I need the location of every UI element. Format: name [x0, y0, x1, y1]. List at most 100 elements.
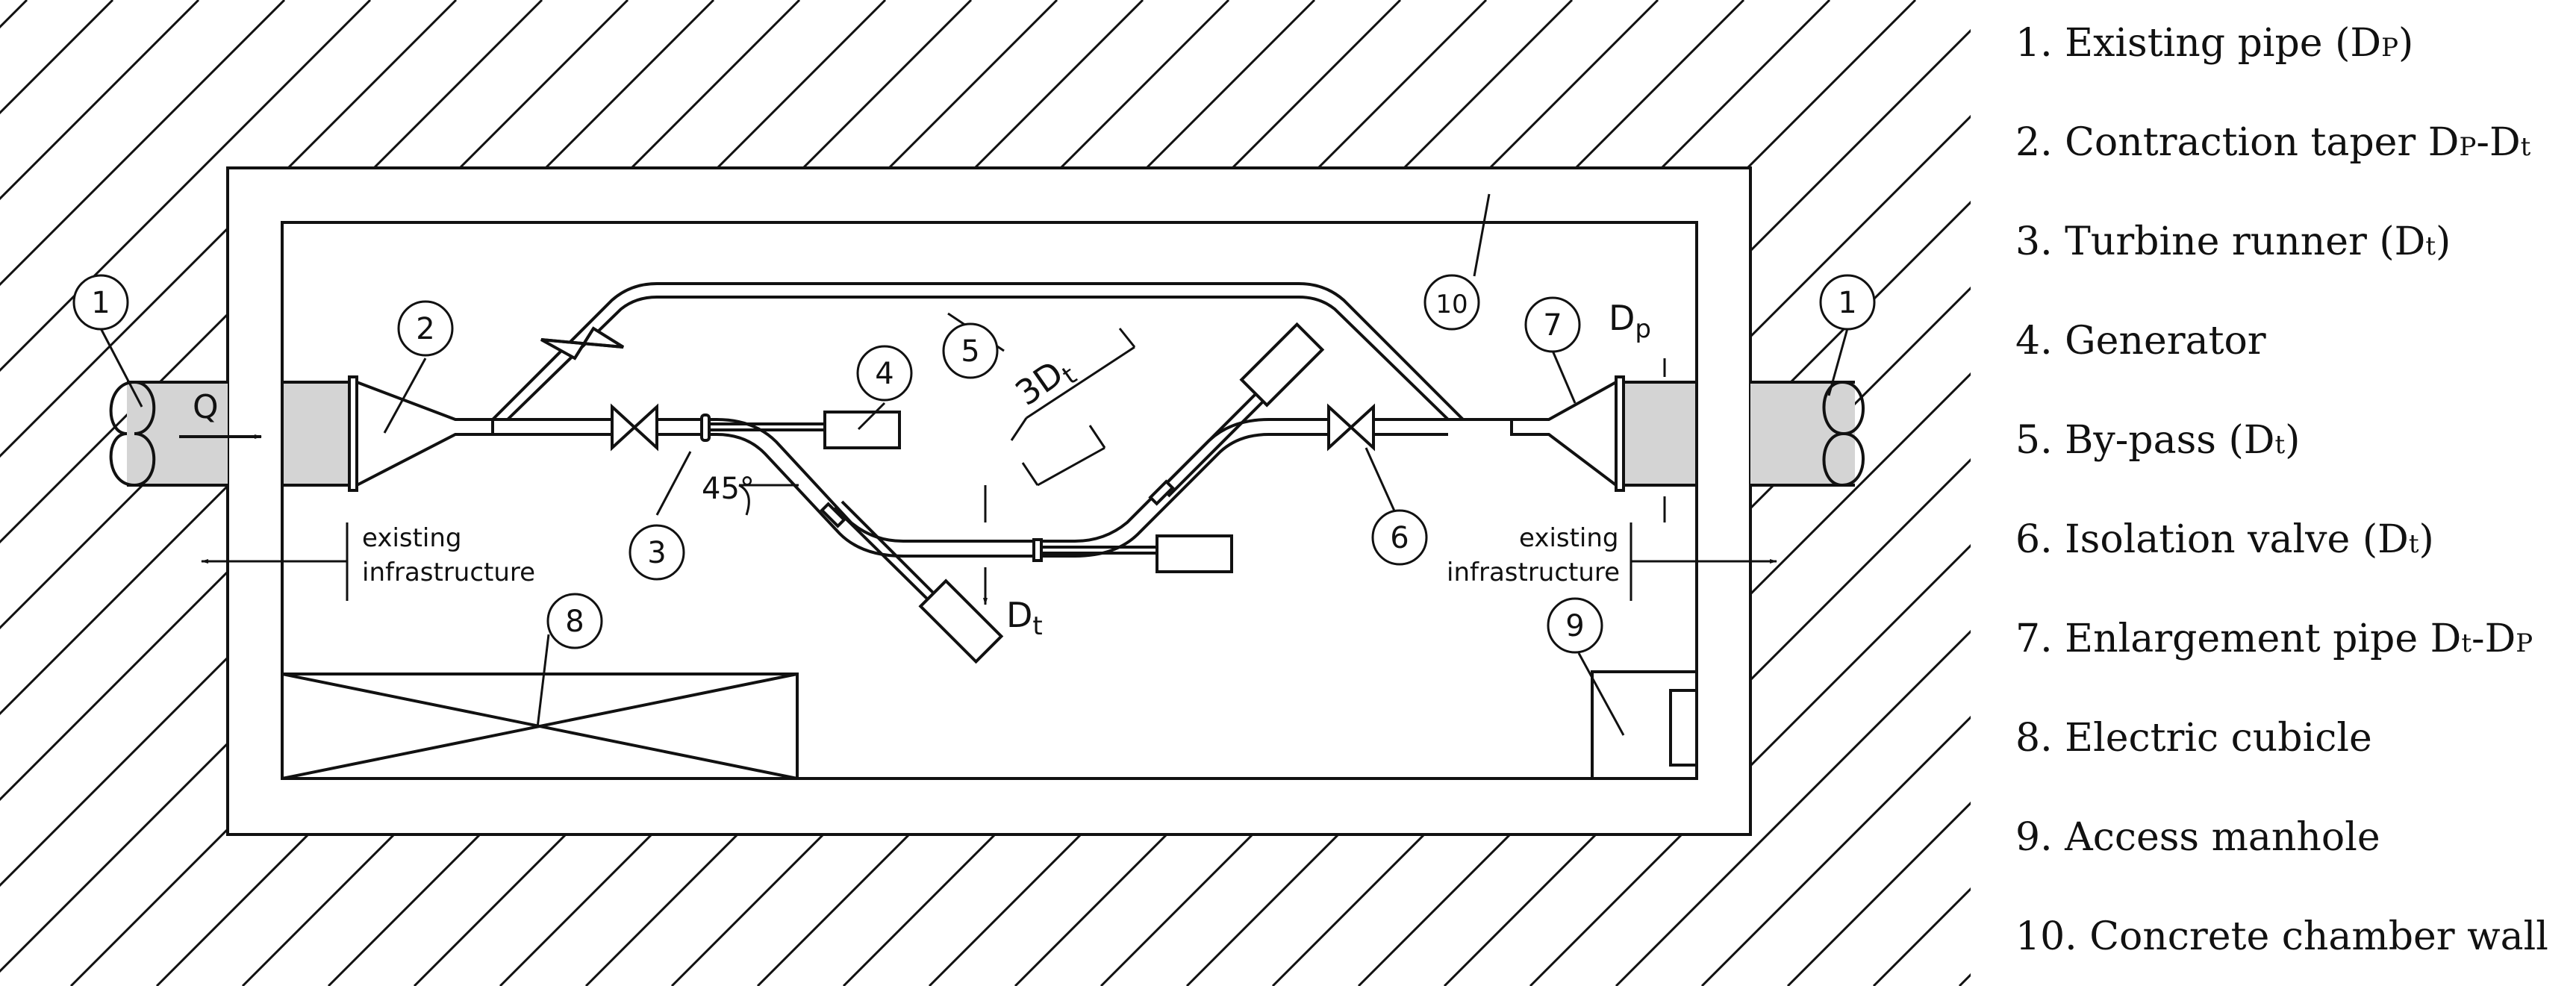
electric-cubicle — [281, 673, 799, 780]
outlet-pipe-section — [1622, 381, 1698, 487]
legend-text-run: 9. Access manhole — [2015, 815, 2380, 860]
existing-pipe-left — [109, 381, 228, 487]
callout-number: 7 — [1543, 308, 1562, 343]
callout-10: 10 — [1423, 274, 1480, 331]
flow-label: Q — [193, 388, 219, 426]
legend-subscript: t — [2274, 430, 2285, 460]
legend-text-run: 7. Enlargement pipe D — [2015, 617, 2461, 661]
isolation-valve-left — [611, 403, 658, 452]
callout-circle — [1819, 274, 1876, 331]
legend-subscript: t — [2461, 628, 2471, 658]
callout-number: 6 — [1390, 521, 1409, 555]
legend-text-run: ) — [2436, 219, 2451, 264]
hatch-line — [0, 0, 629, 986]
turbine-runner-3 — [1032, 538, 1157, 562]
callout-markers: 1 1 2 3 4 5 6 7 8 9 10 — [72, 274, 1876, 654]
inlet-assembly — [281, 375, 494, 492]
legend-text-run: 5. By-pass (D — [2015, 418, 2274, 463]
callout-1: 1 — [1819, 274, 1876, 331]
callout-number: 1 — [91, 286, 110, 320]
isolation-valve-right — [1327, 403, 1375, 452]
legend-text-run: 1. Existing pipe (D — [2015, 21, 2381, 66]
generator-3 — [1156, 534, 1233, 573]
callout-9: 9 — [1547, 597, 1603, 654]
callout-7: 7 — [1524, 296, 1581, 353]
legend-subscript: P — [2516, 628, 2533, 658]
generator-2 — [918, 578, 1004, 664]
existing-pipe-right — [1750, 381, 1865, 487]
callout-8: 8 — [546, 593, 603, 649]
bypass-pipe — [491, 282, 1512, 421]
callout-2: 2 — [397, 300, 454, 357]
callout-number: 5 — [961, 334, 979, 369]
legend-item: 10. Concrete chamber wall — [2015, 914, 2548, 959]
legend-text-run: 6. Isolation valve (D — [2015, 517, 2409, 562]
existing-infrastructure-arrows — [201, 522, 1777, 601]
callout-number: 10 — [1435, 290, 1468, 319]
existing-infrastructure-left-line1: existing — [362, 523, 462, 553]
legend-item: 4. Generator — [2015, 319, 2266, 363]
hatch-line — [1615, 0, 1971, 986]
legend-item: 8. Electric cubicle — [2015, 716, 2372, 761]
turbine-runner-1 — [700, 414, 825, 442]
legend-subscript: P — [2460, 132, 2477, 162]
hatch-line — [0, 0, 372, 986]
dp-label-sub: p — [1635, 314, 1651, 344]
legend: 1. Existing pipe (DP)2. Contraction tape… — [2015, 21, 2548, 959]
existing-infrastructure-right-line1: existing — [1519, 523, 1619, 553]
callout-4: 4 — [856, 345, 913, 402]
generator-4 — [1239, 322, 1325, 408]
hatch-line — [0, 0, 286, 986]
callout-number: 2 — [416, 312, 434, 346]
callout-6: 6 — [1371, 509, 1428, 566]
legend-item: 2. Contraction taper DP-Dt — [2015, 120, 2531, 165]
dp-label-main: D — [1609, 298, 1635, 338]
inlet-pipe-section — [281, 381, 351, 487]
legend-item: 3. Turbine runner (Dt) — [2015, 219, 2451, 264]
callout-circle — [1547, 597, 1603, 654]
legend-subscript: t — [2409, 529, 2419, 559]
legend-item: 6. Isolation valve (Dt) — [2015, 517, 2434, 562]
bypass-valve — [540, 326, 625, 361]
callout-circle — [856, 345, 913, 402]
callout-number: 4 — [875, 357, 894, 391]
callout-circle — [629, 524, 685, 581]
chamber-outer-wall — [226, 166, 1752, 836]
legend-subscript: t — [2521, 132, 2531, 162]
angle-label: 45° — [702, 472, 755, 506]
legend-text-run: -D — [2476, 120, 2520, 165]
existing-infrastructure-right-line2: infrastructure — [1447, 558, 1620, 587]
hatch-line — [0, 0, 715, 986]
legend-text-run: 3. Turbine runner (D — [2015, 219, 2425, 264]
concrete-chamber — [226, 166, 1752, 836]
callout-circle — [1423, 274, 1480, 331]
access-manhole — [1591, 670, 1698, 780]
outlet-assembly — [1510, 375, 1698, 492]
legend-subscript: P — [2381, 33, 2398, 63]
dt-label-sub: t — [1032, 611, 1042, 641]
chamber-inner-wall — [281, 221, 1698, 780]
callout-circle — [397, 300, 454, 357]
callout-number: 8 — [565, 605, 584, 639]
hatch-line — [0, 0, 200, 986]
hatch-line — [0, 0, 543, 986]
legend-text-run: 2. Contraction taper D — [2015, 120, 2460, 165]
legend-text-run: 10. Concrete chamber wall — [2015, 914, 2548, 959]
legend-text-run: 8. Electric cubicle — [2015, 716, 2372, 761]
callout-5: 5 — [942, 322, 999, 379]
turbine-runner-4 — [1148, 387, 1270, 506]
legend-item: 5. By-pass (Dt) — [2015, 418, 2300, 463]
callout-number: 1 — [1838, 286, 1856, 320]
callout-3: 3 — [629, 524, 685, 581]
existing-infrastructure-left-line2: infrastructure — [362, 558, 535, 587]
dp-label: Dp — [1609, 298, 1651, 344]
hatch-line — [1786, 0, 1971, 986]
dt-label-main: D — [1006, 595, 1032, 635]
callout-circle — [1371, 509, 1428, 566]
legend-text-run: ) — [2398, 21, 2413, 66]
callout-circle — [72, 274, 129, 331]
legend-text-run: ) — [2419, 517, 2434, 562]
hatch-line — [1700, 0, 1971, 986]
hatch-line — [0, 0, 458, 986]
